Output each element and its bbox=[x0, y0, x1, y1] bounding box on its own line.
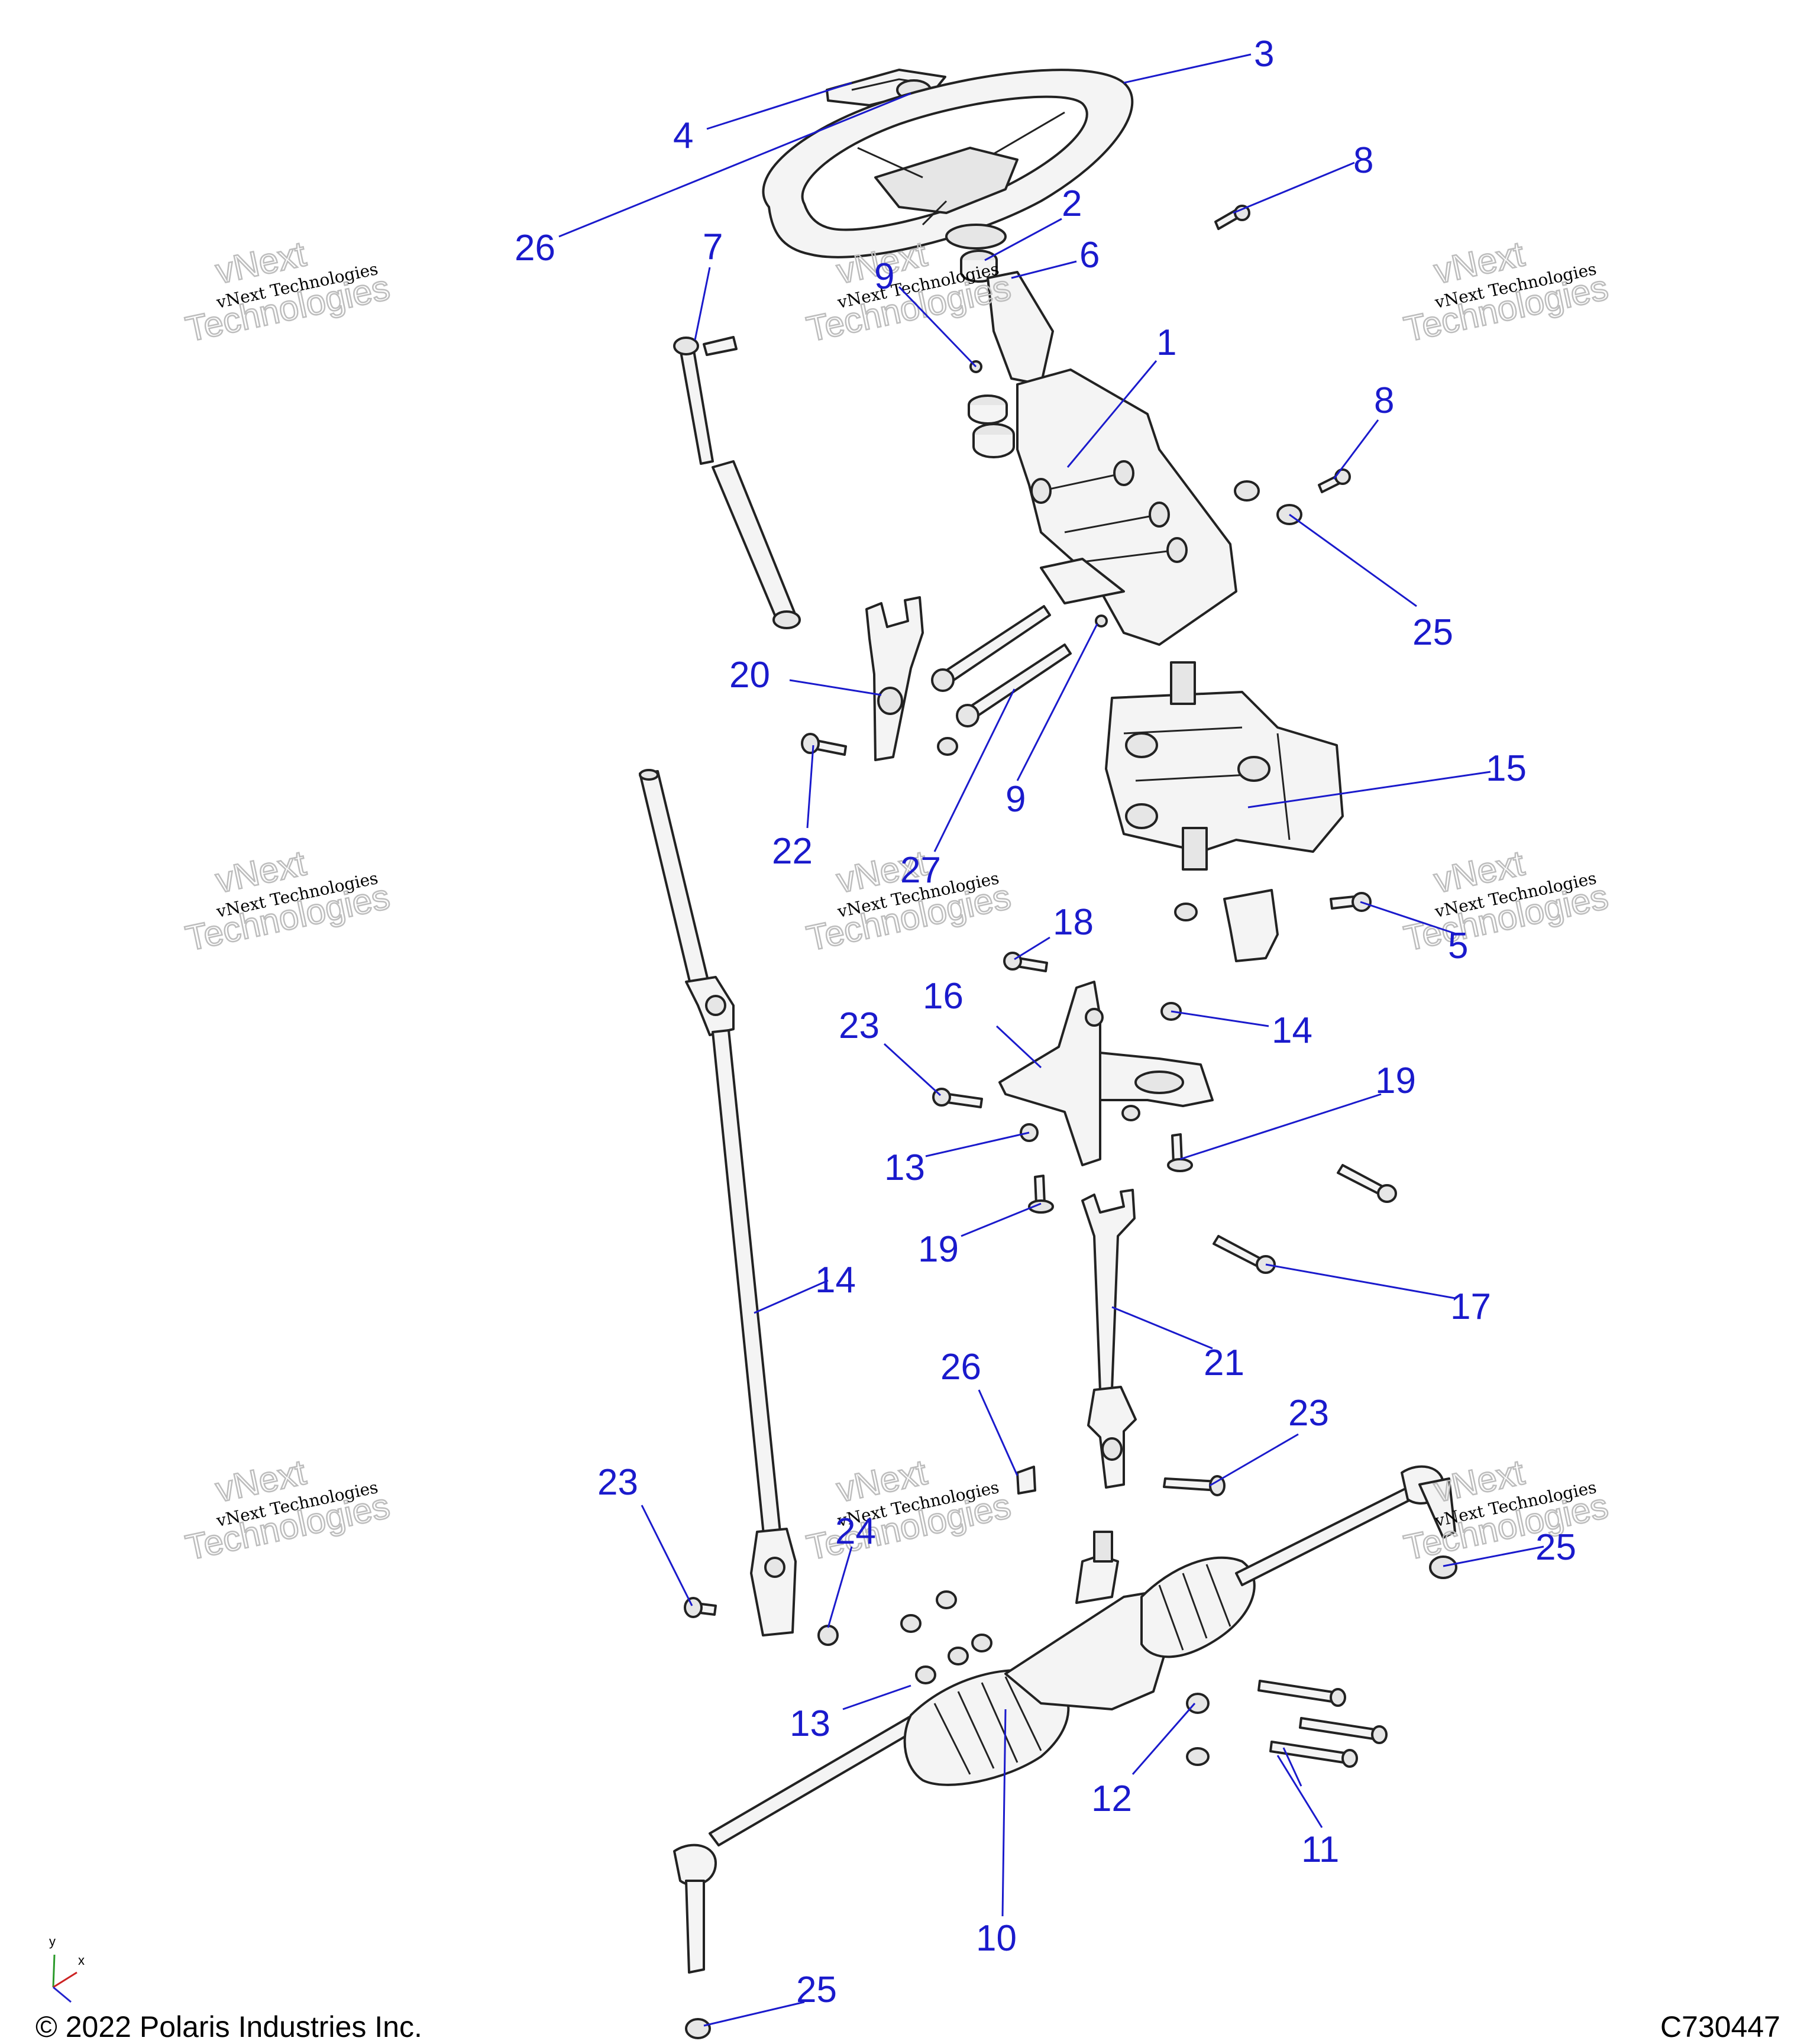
callout-6: 6 bbox=[1079, 235, 1100, 276]
side-bolt-parts bbox=[1213, 1164, 1397, 1274]
gas-strut-part bbox=[673, 336, 801, 629]
watermark-8: vNext vNext Technologies Technologies bbox=[803, 1451, 1015, 1568]
watermark-4: vNext vNext Technologies Technologies bbox=[182, 842, 394, 959]
callout-21: 21 bbox=[1204, 1343, 1244, 1383]
callout-1: 1 bbox=[1156, 322, 1176, 363]
axis-y-label: y bbox=[49, 1934, 56, 1949]
callout-12: 12 bbox=[1091, 1778, 1132, 1819]
axis-triad: y x bbox=[49, 1934, 85, 2003]
callout-14a: 14 bbox=[1272, 1010, 1312, 1051]
callout-13b: 13 bbox=[790, 1703, 830, 1744]
watermark-1: vNext vNext Technologies Technologies bbox=[182, 233, 394, 350]
copyright-text: © 2022 Polaris Industries Inc. bbox=[35, 2010, 422, 2043]
mounting-plate-part bbox=[932, 952, 1214, 1166]
watermark-7: vNext vNext Technologies Technologies bbox=[182, 1451, 394, 1568]
callout-19b: 19 bbox=[918, 1229, 959, 1270]
callout-27: 27 bbox=[900, 850, 941, 891]
callout-23c: 23 bbox=[597, 1462, 638, 1503]
callout-14b: 14 bbox=[815, 1260, 856, 1301]
flange-bolt-parts bbox=[1028, 1133, 1193, 1214]
callout-labels: 1 2 3 4 5 6 7 8 8 9 9 10 11 12 13 13 14 … bbox=[515, 34, 1576, 2010]
callout-20: 20 bbox=[729, 655, 770, 696]
upper-u-joint-part bbox=[801, 596, 958, 761]
callout-25a: 25 bbox=[1412, 612, 1453, 653]
callout-19a: 19 bbox=[1375, 1060, 1416, 1101]
nut-parts bbox=[685, 1555, 1457, 2039]
callout-23a: 23 bbox=[839, 1005, 880, 1046]
callout-4: 4 bbox=[673, 115, 693, 156]
callout-22: 22 bbox=[772, 831, 813, 872]
callout-24: 24 bbox=[835, 1511, 876, 1552]
watermark-5: vNext vNext Technologies Technologies bbox=[803, 842, 1015, 959]
gearbox-clamp-part bbox=[1174, 889, 1372, 962]
lower-steering-shaft-part bbox=[1081, 1189, 1137, 1489]
steering-column-bracket-part bbox=[987, 271, 1237, 646]
rack-and-pinion-part bbox=[673, 1465, 1456, 1974]
callout-23b: 23 bbox=[1288, 1393, 1329, 1434]
rack-bolt-parts bbox=[1257, 1680, 1388, 1768]
callout-17: 17 bbox=[1450, 1286, 1491, 1327]
steering-gearbox-part bbox=[1105, 661, 1344, 871]
callout-9a: 9 bbox=[874, 256, 894, 297]
watermark-3: vNext vNext Technologies Technologies bbox=[1400, 233, 1612, 350]
watermark-6: vNext vNext Technologies Technologies bbox=[1400, 842, 1612, 959]
figure-id: C730447 bbox=[1660, 2010, 1780, 2043]
callout-10: 10 bbox=[976, 1918, 1017, 1959]
callout-13a: 13 bbox=[884, 1147, 925, 1188]
leader-lines bbox=[558, 53, 1544, 2027]
callout-11: 11 bbox=[1301, 1829, 1339, 1870]
callout-26a: 26 bbox=[515, 228, 555, 269]
callout-2: 2 bbox=[1062, 183, 1082, 224]
axis-x-label: x bbox=[78, 1953, 85, 1968]
steering-wheel-part bbox=[762, 69, 1134, 258]
callout-3: 3 bbox=[1254, 34, 1274, 75]
callout-16: 16 bbox=[923, 976, 964, 1017]
callout-8b: 8 bbox=[1374, 380, 1394, 421]
long-bolt-parts bbox=[931, 605, 1072, 727]
callout-7: 7 bbox=[703, 227, 723, 267]
bearing-parts bbox=[968, 360, 1108, 628]
callout-26b: 26 bbox=[940, 1347, 981, 1388]
watermarks: vNext vNext Technologies Technologies vN… bbox=[182, 233, 1612, 1568]
callout-5: 5 bbox=[1448, 926, 1468, 966]
callout-18: 18 bbox=[1053, 902, 1094, 943]
callout-25b: 25 bbox=[1535, 1527, 1576, 1568]
callout-25c: 25 bbox=[796, 1969, 837, 2010]
callout-9b: 9 bbox=[1006, 779, 1026, 820]
pinch-bolt-parts bbox=[684, 1466, 1226, 1618]
misc-bolt-parts bbox=[1214, 205, 1351, 525]
callout-8a: 8 bbox=[1353, 140, 1373, 181]
parts-artwork bbox=[639, 69, 1457, 2039]
callout-15: 15 bbox=[1486, 748, 1527, 789]
intermediate-shaft-part bbox=[639, 769, 797, 1637]
